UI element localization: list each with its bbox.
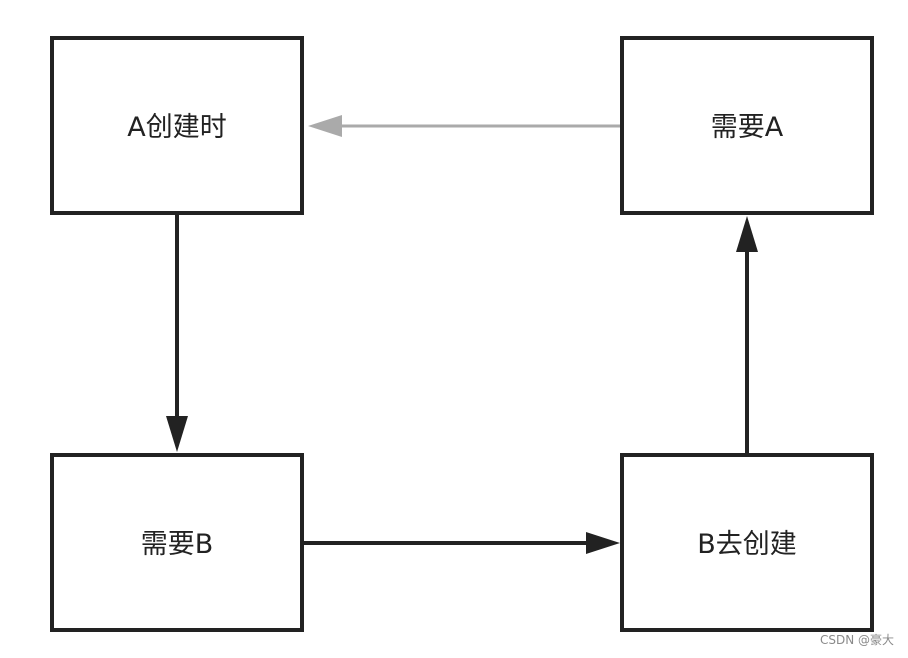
arrow-b-create-to-need-a-head — [736, 216, 758, 252]
node-need-b-box — [50, 453, 304, 632]
arrow-a-create-to-need-b — [166, 215, 188, 452]
node-need-b-label: 需要B — [141, 529, 214, 560]
arrow-need-b-to-b-create — [304, 532, 620, 554]
node-b-create-label: B去创建 — [697, 529, 797, 560]
node-need-a-box — [620, 36, 874, 215]
node-a-create-box — [50, 36, 304, 215]
node-b-create: B去创建 — [620, 453, 874, 632]
arrow-b-create-to-need-a — [736, 216, 758, 453]
node-need-b: 需要B — [50, 453, 304, 632]
arrow-need-a-to-a-create — [308, 115, 620, 137]
arrow-a-create-to-need-b-head — [166, 416, 188, 452]
node-need-a: 需要A — [620, 36, 874, 215]
arrow-need-a-to-a-create-head — [308, 115, 342, 137]
watermark: CSDN @豪大 — [819, 633, 894, 647]
node-need-a-label: 需要A — [711, 112, 784, 143]
node-a-create: A创建时 — [50, 36, 304, 215]
node-b-create-box — [620, 453, 874, 632]
node-a-create-label: A创建时 — [127, 112, 226, 143]
arrow-need-b-to-b-create-head — [586, 532, 620, 554]
